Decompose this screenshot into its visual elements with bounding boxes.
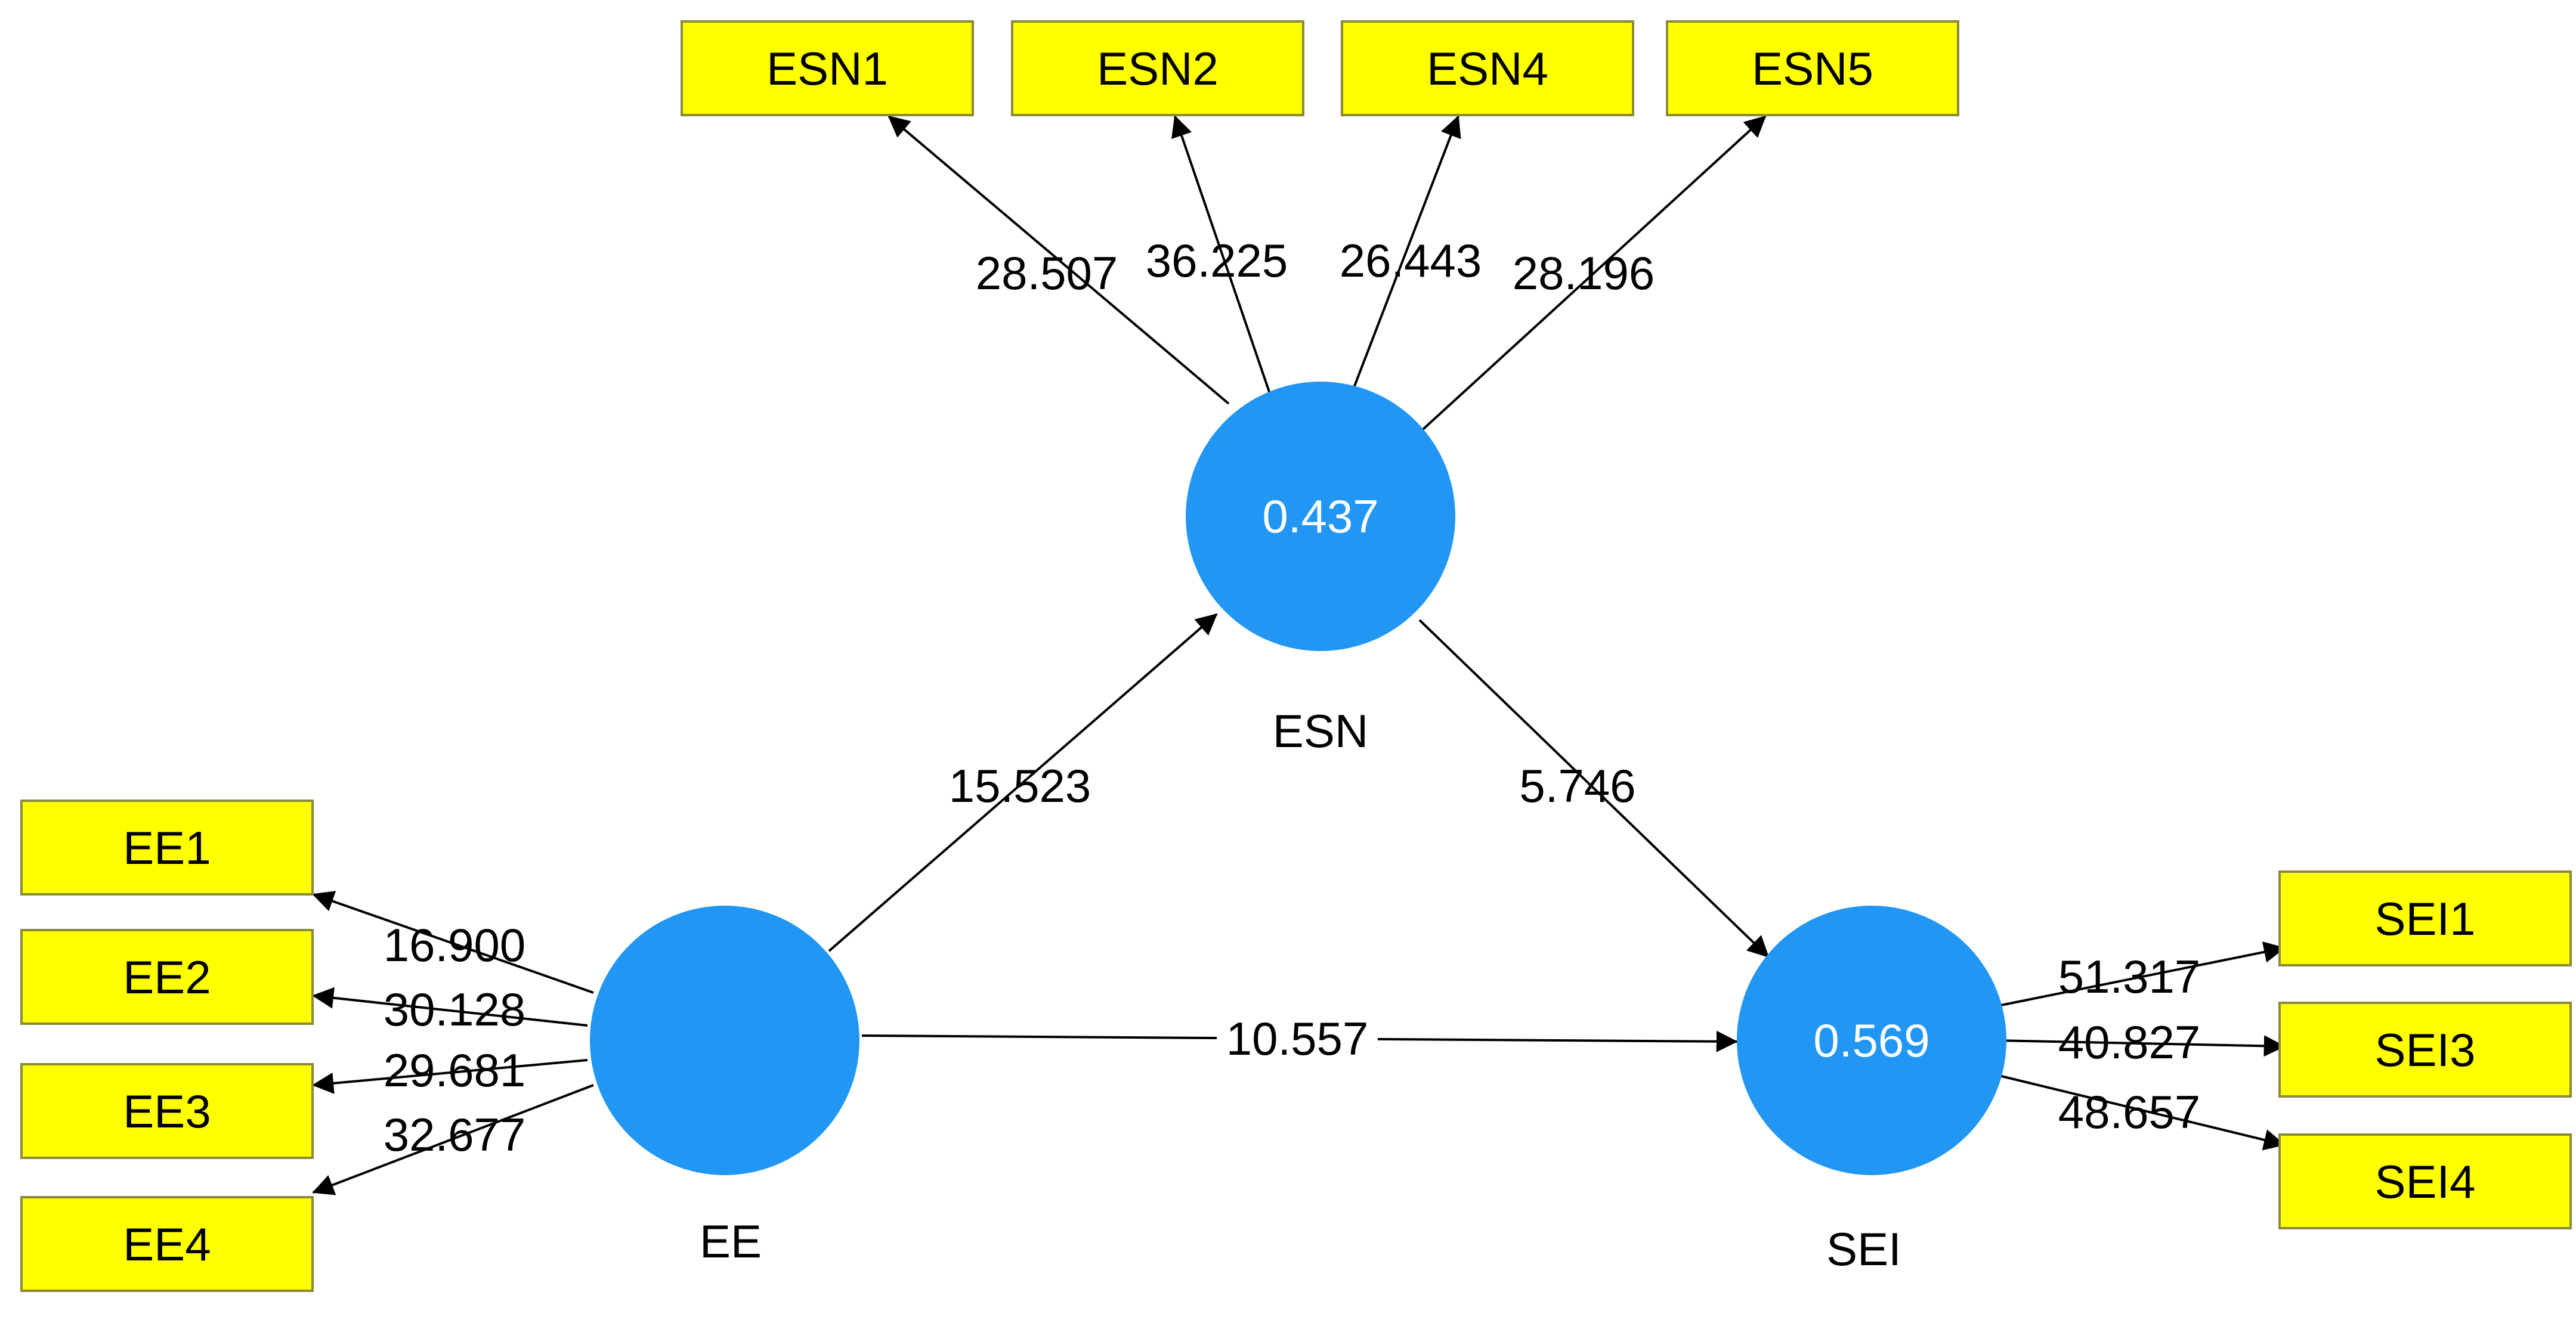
path-label-ee-esn: 15.523	[949, 760, 1091, 812]
indicator-ee2[interactable]: EE2	[20, 929, 314, 1025]
loading-label-ee4: 32.677	[384, 1108, 526, 1161]
indicator-label-ee2: EE2	[123, 951, 211, 1003]
indicator-label-sei3: SEI3	[2374, 1024, 2475, 1076]
indicator-box-ee1	[20, 800, 314, 896]
construct-r2-esn: 0.437	[1262, 490, 1378, 543]
indicator-esn5[interactable]: ESN5	[1666, 20, 1959, 116]
latent-constructs: 0.437 ESN EE 0.569 SEI	[590, 382, 2006, 1275]
construct-sei[interactable]: 0.569 SEI	[1737, 906, 2006, 1275]
edge-ee-ee2	[312, 987, 588, 1027]
indicator-label-esn4: ESN4	[1427, 42, 1548, 95]
indicator-box-esn2	[1011, 20, 1304, 116]
indicator-box-sei3	[2278, 1002, 2572, 1098]
construct-r2-sei: 0.569	[1813, 1014, 1929, 1067]
loading-label-ee3: 29.681	[384, 1044, 526, 1096]
loading-label-esn1: 28.507	[976, 247, 1118, 299]
indicator-box-ee2	[20, 929, 314, 1025]
indicator-label-ee4: EE4	[123, 1218, 211, 1271]
loading-label-sei4: 48.657	[2058, 1086, 2201, 1138]
loading-label-esn5: 28.196	[1513, 247, 1655, 299]
indicator-ee1[interactable]: EE1	[20, 800, 314, 896]
indicator-box-ee3	[20, 1063, 314, 1159]
edge-labels: 28.507 36.225 26.443 28.196 16.900 30.12…	[384, 234, 2201, 1161]
loading-label-ee1: 16.900	[384, 919, 526, 971]
indicator-label-esn2: ESN2	[1097, 42, 1219, 95]
indicator-box-sei4	[2278, 1133, 2572, 1229]
edge-ee-ee4	[312, 1084, 594, 1195]
construct-esn[interactable]: 0.437 ESN	[1186, 382, 1455, 757]
construct-ee[interactable]: EE	[590, 906, 859, 1268]
indicator-sei3[interactable]: SEI3	[2278, 1002, 2572, 1098]
loading-label-esn4: 26.443	[1340, 234, 1482, 287]
construct-name-sei: SEI	[1826, 1223, 1901, 1275]
indicator-sei4[interactable]: SEI4	[2278, 1133, 2572, 1229]
path-label-ee-sei: 10.557	[1226, 1012, 1369, 1065]
edge-sei-sei1	[1989, 941, 2286, 1009]
indicator-box-esn5	[1666, 20, 1959, 116]
indicator-label-ee1: EE1	[123, 822, 211, 874]
indicator-boxes: ESN1 ESN2 ESN4 ESN5 EE1 EE2 EE3 E	[20, 20, 2572, 1292]
edge-esn-esn4	[1350, 115, 1461, 396]
construct-circle-sei	[1737, 906, 2006, 1175]
edge-ee-ee3	[312, 1059, 588, 1094]
loading-label-sei1: 51.317	[2058, 950, 2201, 1003]
indicator-label-esn1: ESN1	[766, 42, 888, 95]
indicator-box-sei1	[2278, 870, 2572, 966]
indicator-box-esn1	[681, 20, 974, 116]
loading-label-ee2: 30.128	[384, 983, 526, 1036]
indicator-esn4[interactable]: ESN4	[1341, 20, 1634, 116]
indicator-box-esn4	[1341, 20, 1634, 116]
indicator-label-ee3: EE3	[123, 1085, 211, 1138]
path-label-ee-sei-background	[1217, 1014, 1378, 1061]
indicator-ee3[interactable]: EE3	[20, 1063, 314, 1159]
edge-esn-esn1	[887, 115, 1230, 405]
indicator-ee4[interactable]: EE4	[20, 1196, 314, 1292]
indicator-box-ee4	[20, 1196, 314, 1292]
loading-label-esn2: 36.225	[1146, 234, 1288, 287]
construct-name-ee: EE	[700, 1215, 762, 1268]
construct-circle-esn	[1186, 382, 1455, 651]
indicator-sei1[interactable]: SEI1	[2278, 870, 2572, 966]
indicator-label-esn5: ESN5	[1752, 42, 1873, 95]
construct-name-esn: ESN	[1273, 705, 1368, 757]
construct-circle-ee	[590, 906, 859, 1175]
edge-ee-ee1	[312, 891, 594, 994]
edge-esn-esn2	[1171, 115, 1272, 396]
indicator-esn2[interactable]: ESN2	[1011, 20, 1304, 116]
indicator-label-sei4: SEI4	[2374, 1155, 2475, 1208]
path-label-esn-sei: 5.746	[1519, 760, 1635, 812]
edge-sei-sei4	[1989, 1072, 2286, 1151]
edge-esn-sei	[1418, 619, 1770, 958]
edge-esn-esn5	[1415, 115, 1767, 436]
edge-ee-esn	[828, 613, 1218, 952]
indicator-label-sei1: SEI1	[2374, 893, 2475, 945]
indicator-esn1[interactable]: ESN1	[681, 20, 974, 116]
edge-sei-sei3	[1994, 1035, 2286, 1057]
loading-label-sei3: 40.827	[2058, 1016, 2201, 1068]
